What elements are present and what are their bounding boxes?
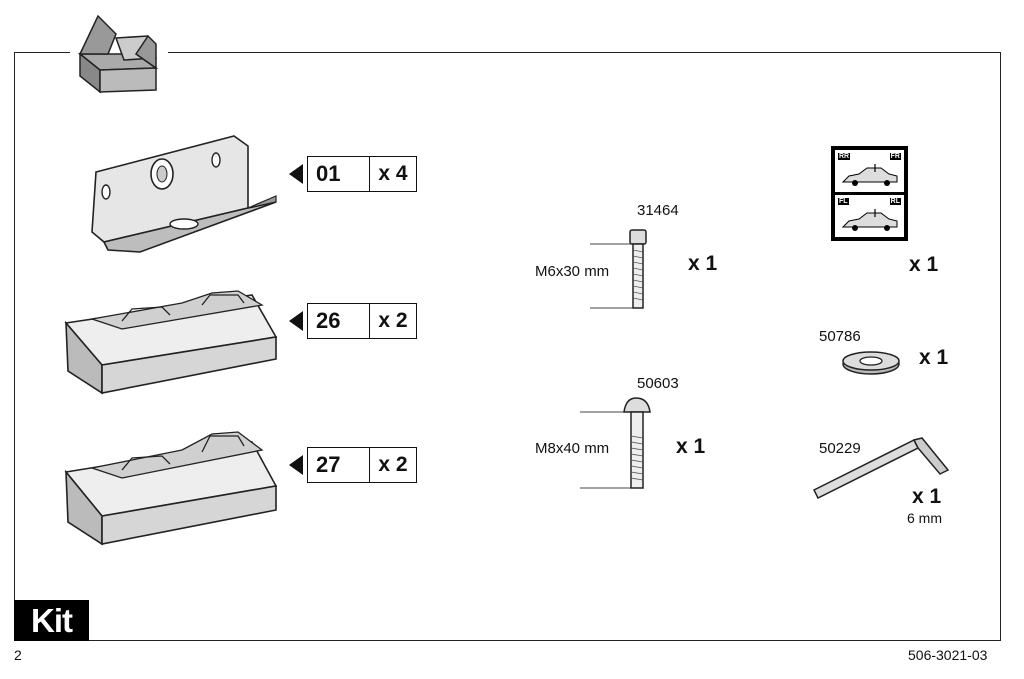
part-label-27: 27 x 2: [289, 447, 417, 483]
page-number: 2: [14, 647, 22, 663]
page-frame: [14, 52, 1001, 641]
car-icon: [841, 164, 898, 186]
bolt-size: M8x40 mm: [535, 440, 610, 457]
box-icon: [77, 14, 159, 94]
part-id: 26: [308, 304, 370, 338]
washer-code: 50786: [819, 328, 861, 345]
part-qty: x 2: [378, 309, 408, 332]
washer-qty: x 1: [919, 346, 949, 369]
pointer-arrow-icon: [289, 164, 303, 184]
bolt-code: 50603: [637, 375, 679, 392]
part-qty: x 4: [378, 162, 408, 185]
footpad-27-illustration: [64, 431, 278, 546]
washer-icon: [842, 351, 900, 375]
hex-key-size: 6 mm: [907, 510, 942, 526]
hex-key-code: 50229: [819, 440, 861, 457]
sticker-panel-front: FL RL: [835, 195, 904, 237]
kit-badge: Kit: [14, 600, 89, 641]
bolt-qty: x 1: [676, 435, 706, 458]
sticker-label: RL: [889, 198, 901, 205]
part-label-01: 01 x 4: [289, 156, 417, 192]
sticker-panel-rear: RR FR: [835, 150, 904, 192]
part-qty: x 2: [378, 453, 408, 476]
car-icon: [841, 209, 898, 231]
bolt-size: M6x30 mm: [535, 263, 610, 280]
sticker-label: RR: [838, 153, 851, 160]
pointer-arrow-icon: [289, 311, 303, 331]
bolt-m6-icon: [590, 229, 647, 309]
sticker-label: FL: [838, 198, 849, 205]
part-label-26: 26 x 2: [289, 303, 417, 339]
bolt-code: 31464: [637, 202, 679, 219]
bolt-qty: x 1: [688, 252, 718, 275]
pointer-arrow-icon: [289, 455, 303, 475]
bolt-m8-icon: [580, 397, 651, 489]
footpad-26-illustration: [64, 290, 278, 395]
bracket-01-illustration: [91, 135, 277, 253]
hex-key-icon: [812, 437, 950, 500]
hex-key-qty: x 1: [912, 485, 942, 508]
part-id: 27: [308, 448, 370, 482]
position-sticker: RR FR FL RL: [831, 146, 908, 241]
part-id: 01: [308, 157, 370, 191]
sticker-label: FR: [889, 153, 901, 160]
sticker-qty: x 1: [909, 253, 939, 276]
document-code: 506-3021-03: [908, 647, 988, 663]
